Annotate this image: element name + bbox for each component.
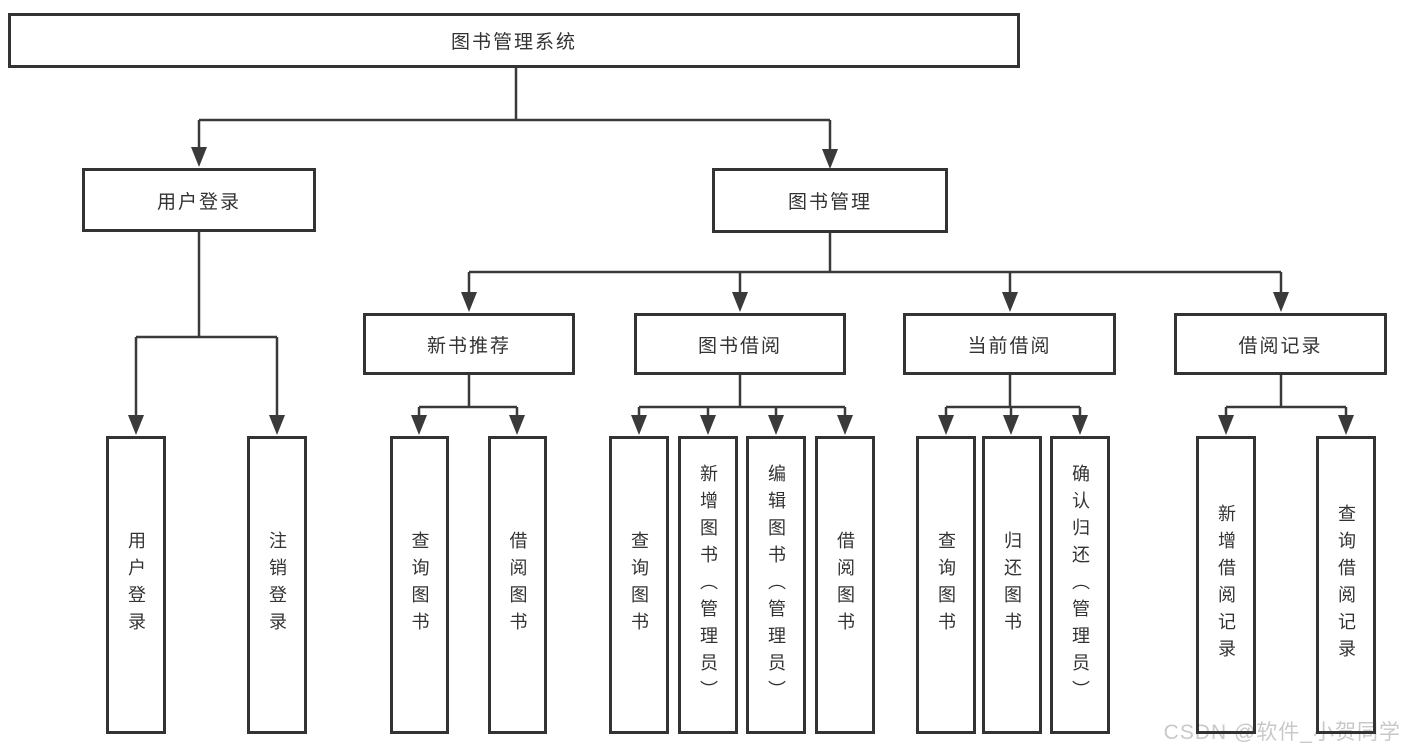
leaf-logout: 注销登录	[247, 436, 307, 734]
node-book-borrow: 图书借阅	[634, 313, 846, 375]
leaf-recommend-borrow-books: 借阅图书	[488, 436, 547, 734]
leaf-borrow-borrow-books: 借阅图书	[815, 436, 875, 734]
csdn-watermark: CSDN @软件_小贺同学	[1163, 721, 1401, 744]
connector-new-book-recommend-to-leaves	[411, 375, 525, 435]
leaf-borrow-query-books: 查询图书	[609, 436, 669, 734]
leaf-records-query-record: 查询借阅记录	[1316, 436, 1376, 734]
node-user-login: 用户登录	[82, 168, 316, 232]
leaf-borrow-edit-books-admin: 编辑图书（管理员）	[746, 436, 806, 734]
connector-book-borrow-to-leaves	[631, 375, 853, 435]
node-borrow-records: 借阅记录	[1174, 313, 1387, 375]
node-book-management: 图书管理	[712, 168, 948, 233]
leaf-recommend-query-books: 查询图书	[390, 436, 449, 734]
node-new-book-recommend: 新书推荐	[363, 313, 575, 375]
node-current-borrow: 当前借阅	[903, 313, 1116, 375]
connector-book-management-to-level3	[461, 233, 1289, 312]
connector-root-to-level2	[191, 68, 838, 169]
leaf-user-login: 用户登录	[106, 436, 166, 734]
leaf-records-add-record: 新增借阅记录	[1196, 436, 1256, 734]
leaf-current-confirm-return-admin: 确认归还（管理员）	[1050, 436, 1110, 734]
leaf-current-return-books: 归还图书	[982, 436, 1042, 734]
connector-borrow-records-to-leaves	[1218, 375, 1354, 435]
connector-current-borrow-to-leaves	[938, 375, 1088, 435]
leaf-current-query-books: 查询图书	[916, 436, 976, 734]
connector-user-login-to-leaves	[128, 232, 285, 435]
leaf-borrow-add-books-admin: 新增图书（管理员）	[678, 436, 738, 734]
node-root-library-system: 图书管理系统	[8, 13, 1020, 68]
